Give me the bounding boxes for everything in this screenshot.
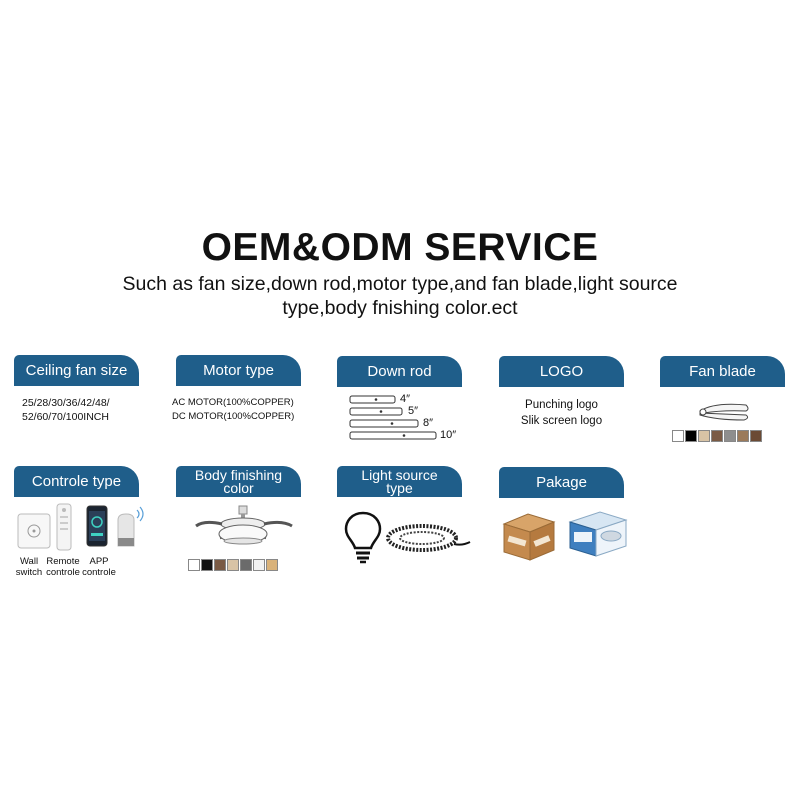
control-illustrations [17, 503, 144, 551]
wall-switch-icon [17, 513, 51, 549]
control-label-wall: Wall switch [14, 556, 44, 578]
page-subtitle: Such as fan size,down rod,motor type,and… [60, 272, 740, 320]
tab-logo: LOGO [499, 356, 624, 387]
control-label-remote-2: controle [46, 567, 80, 578]
down-rod-label-5: 5″ [408, 405, 419, 417]
fan-size-line-1: 25/28/30/36/42/48/ [22, 397, 110, 409]
color-box-icon [568, 511, 628, 557]
body-swatch-7 [266, 559, 278, 571]
blade-swatch-7 [750, 430, 762, 442]
body-color-swatches [188, 559, 279, 571]
tab-down-rod: Down rod [337, 356, 462, 387]
body-swatch-6 [253, 559, 265, 571]
tab-light-source-type: Light source type [337, 466, 462, 497]
motor-line-1: AC MOTOR(100%COPPER) [172, 397, 294, 408]
body-swatch-5 [240, 559, 252, 571]
smartphone-app-icon [86, 505, 108, 547]
down-rod-4 [349, 395, 396, 404]
logo-option-silk-screen: Slik screen logo [520, 415, 603, 427]
smart-speaker-icon [117, 506, 144, 547]
down-rod-label-4: 4″ [400, 393, 411, 405]
body-swatch-1 [188, 559, 200, 571]
control-label-app-1: APP [89, 556, 109, 567]
control-label-app-2: controle [82, 567, 116, 578]
tab-motor-type: Motor type [176, 355, 301, 386]
remote-control-icon [56, 503, 72, 551]
motor-list: AC MOTOR(100%COPPER) DC MOTOR(100%COPPER… [172, 396, 294, 424]
blade-swatch-1 [672, 430, 684, 442]
body-color-label-2: color [223, 479, 254, 496]
blade-swatch-4 [711, 430, 723, 442]
control-label-wall-1: Wall [19, 556, 39, 567]
cardboard-box-icon [502, 513, 556, 561]
subtitle-line-1: Such as fan size,down rod,motor type,and… [122, 273, 678, 295]
page-title: OEM&ODM SERVICE [201, 226, 599, 269]
control-label-wall-2: switch [15, 567, 43, 578]
body-color-label-1: Body finishing [194, 466, 283, 483]
blade-swatch-6 [737, 430, 749, 442]
fan-blade-swatches [672, 430, 763, 442]
blade-swatch-3 [698, 430, 710, 442]
tab-control-type: Controle type [14, 466, 139, 497]
light-label-2: type [386, 479, 413, 496]
body-swatch-3 [214, 559, 226, 571]
control-label-remote: Remote controle [44, 556, 82, 578]
fan-size-list: 25/28/30/36/42/48/ 52/60/70/100INCH [22, 396, 110, 424]
down-rod-illustration [349, 395, 437, 440]
fan-blade-icon [698, 403, 749, 421]
subtitle-line-2: type,body fnishing color.ect [282, 297, 518, 319]
light-bulb-icon [344, 511, 382, 564]
tab-fan-blade: Fan blade [660, 356, 785, 387]
down-rod-label-10: 10″ [440, 429, 457, 441]
retractable-fan-illustration [195, 505, 293, 545]
logo-option-punching: Punching logo [525, 399, 598, 411]
control-label-remote-1: Remote [46, 556, 80, 567]
blade-swatch-2 [685, 430, 697, 442]
down-rod-label-8: 8″ [423, 417, 434, 429]
motor-line-2: DC MOTOR(100%COPPER) [172, 411, 295, 422]
down-rod-5 [349, 407, 403, 416]
led-strip-icon [386, 524, 471, 552]
body-swatch-2 [201, 559, 213, 571]
logo-options: Punching logo Slik screen logo [499, 397, 624, 429]
tab-package: Pakage [499, 467, 624, 498]
blade-swatch-5 [724, 430, 736, 442]
down-rod-10 [349, 431, 437, 440]
tab-ceiling-fan-size: Ceiling fan size [14, 355, 139, 386]
light-label-1: Light source [361, 466, 438, 483]
fan-size-line-2: 52/60/70/100INCH [22, 411, 109, 423]
tab-body-finishing-color: Body finishing color [176, 466, 301, 497]
control-label-app: APP controle [80, 556, 118, 578]
down-rod-8 [349, 419, 419, 428]
body-swatch-4 [227, 559, 239, 571]
